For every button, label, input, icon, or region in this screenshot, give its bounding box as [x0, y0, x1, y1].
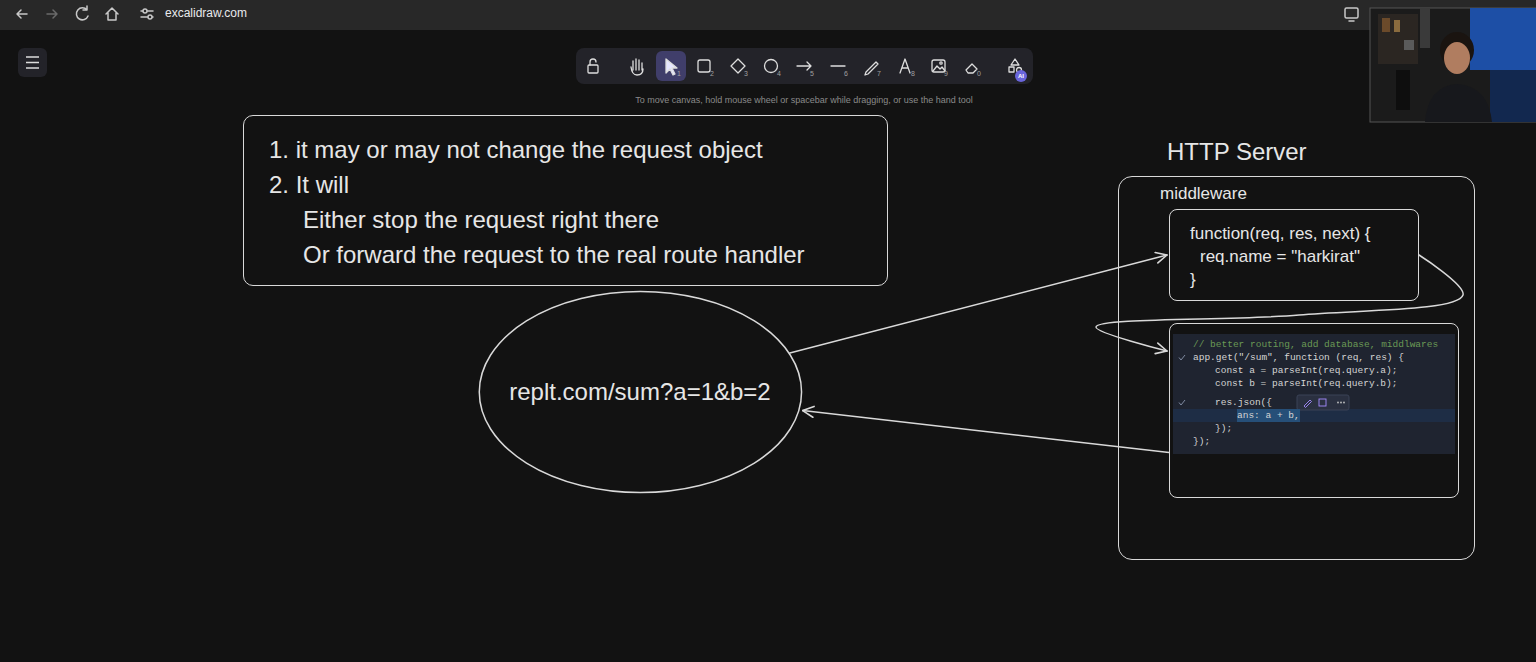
- code-line: });: [1215, 422, 1232, 435]
- code-panel-marks: [1343, 402, 1345, 404]
- code-panel-marks: [1337, 402, 1339, 404]
- nav-icons: [47, 10, 57, 18]
- webcam-overlay: [1490, 70, 1536, 122]
- nav-icons: [17, 10, 27, 18]
- tool-icons: [865, 62, 878, 75]
- code-line: });: [1193, 435, 1210, 448]
- nav-icons: [17, 6, 1358, 21]
- webcam-overlay: [1382, 18, 1390, 32]
- webcam-overlay: [1425, 84, 1492, 122]
- webcam-overlay: [1444, 42, 1470, 74]
- shortcut-number: 2: [710, 69, 714, 78]
- note-text: Or forward the request to the real route…: [303, 237, 805, 272]
- tool-icons: [966, 64, 977, 73]
- middleware-box: middlewarefunction(req, res, next) {req.…: [1169, 209, 1419, 301]
- code-panel-marks: [1319, 399, 1326, 406]
- canvas-hint: To move canvas, hold mouse wheel or spac…: [635, 95, 973, 106]
- selected-tool: [656, 51, 686, 81]
- webcam-overlay: [1378, 14, 1418, 64]
- shortcut-number: 1: [677, 69, 681, 78]
- webcam-overlay: [1404, 40, 1414, 50]
- code-line: }: [1190, 268, 1196, 291]
- nav-icons: [76, 6, 88, 20]
- nav-icons: [1349, 20, 1354, 22]
- shortcut-number: 0: [977, 69, 981, 78]
- note-box: 1. it may or may not change the request …: [243, 115, 888, 286]
- tool-icons: [797, 62, 811, 70]
- tool-icons: [940, 62, 942, 64]
- shortcut-number: 6: [844, 69, 848, 78]
- tool-icons: [731, 59, 745, 73]
- nav-icons: [1345, 8, 1358, 18]
- tool-icons: [1011, 59, 1019, 65]
- shortcut-number: 4: [777, 69, 781, 78]
- webcam-overlay: [1370, 8, 1536, 122]
- ai-badge-text: AI: [1018, 72, 1024, 80]
- server-box: middleware function(req, res, next) {req.…: [1118, 176, 1475, 560]
- code-line: res.json({: [1215, 396, 1272, 409]
- connector-arrow: [790, 255, 1167, 353]
- box-heading: middleware: [1160, 184, 1247, 204]
- ai-badge: [1015, 70, 1027, 82]
- tool-icons: [1009, 67, 1014, 72]
- webcam-overlay: [1370, 8, 1536, 122]
- nav-icons: [148, 15, 152, 19]
- url-bar-text: excalidraw.com: [165, 6, 247, 21]
- code-line: req.name = "harkirat": [1200, 245, 1360, 268]
- shortcut-number: 5: [810, 69, 814, 78]
- circle-outline: [479, 291, 801, 492]
- tool-icons: [631, 59, 643, 75]
- code-line: app.get("/sum", function (req, res) {: [1193, 351, 1404, 364]
- webcam-overlay: [1394, 20, 1400, 32]
- request-circle: replt.com/sum?a=1&b=2: [477, 290, 804, 494]
- tool-icons: [831, 65, 845, 66]
- tool-icons: [932, 60, 945, 72]
- code-panel-marks: [1304, 400, 1312, 408]
- shortcut-number: 9: [944, 69, 948, 78]
- code-line: ans: a + b,: [1237, 409, 1300, 422]
- browser-bar: [0, 0, 1536, 30]
- toolbar: [576, 48, 1033, 84]
- code-line: // better routing, add database, middlwa…: [1193, 338, 1438, 351]
- code-panel-marks: [1179, 355, 1185, 360]
- code-panel-marks: [1340, 402, 1342, 404]
- shortcut-number: 3: [744, 69, 748, 78]
- nav-icons: [143, 9, 147, 13]
- tool-icons: [698, 60, 710, 72]
- menu-button: [18, 48, 47, 77]
- tool-icons: [933, 66, 945, 71]
- nav-icons: [106, 8, 118, 20]
- code-panel-marks: [1173, 409, 1455, 422]
- note-text: 2. It will: [269, 167, 349, 202]
- code-panel: // better routing, add database, middlwa…: [1173, 334, 1455, 454]
- webcam-overlay: [1420, 8, 1430, 48]
- tool-icons: [588, 65, 598, 73]
- server-heading: HTTP Server: [1167, 137, 1307, 167]
- code-panel-marks: [1179, 400, 1185, 405]
- code-line: const a = parseInt(req.query.a);: [1215, 364, 1397, 377]
- tool-icons: [765, 60, 778, 73]
- code-panel-marks: [1297, 395, 1349, 410]
- menu-icon: [26, 57, 39, 68]
- tool-icons: [666, 59, 677, 75]
- tool-icons: [900, 59, 910, 73]
- url-text: replt.com/sum?a=1&b=2: [509, 377, 770, 407]
- route-handler-box: // better routing, add database, middlwa…: [1169, 323, 1459, 498]
- webcam-overlay: [1396, 70, 1410, 110]
- note-text: Either stop the request right there: [303, 202, 659, 237]
- code-line: function(req, res, next) {: [1190, 222, 1370, 245]
- tool-icons: [588, 59, 1022, 75]
- connector-arrow: [803, 411, 1169, 453]
- code-line: const b = parseInt(req.query.b);: [1215, 377, 1397, 390]
- shortcut-number: 8: [911, 69, 915, 78]
- tool-icons: [590, 59, 596, 65]
- shortcut-number: 7: [877, 69, 881, 78]
- webcam-overlay: [1470, 8, 1536, 70]
- note-text: 1. it may or may not change the request …: [269, 132, 763, 167]
